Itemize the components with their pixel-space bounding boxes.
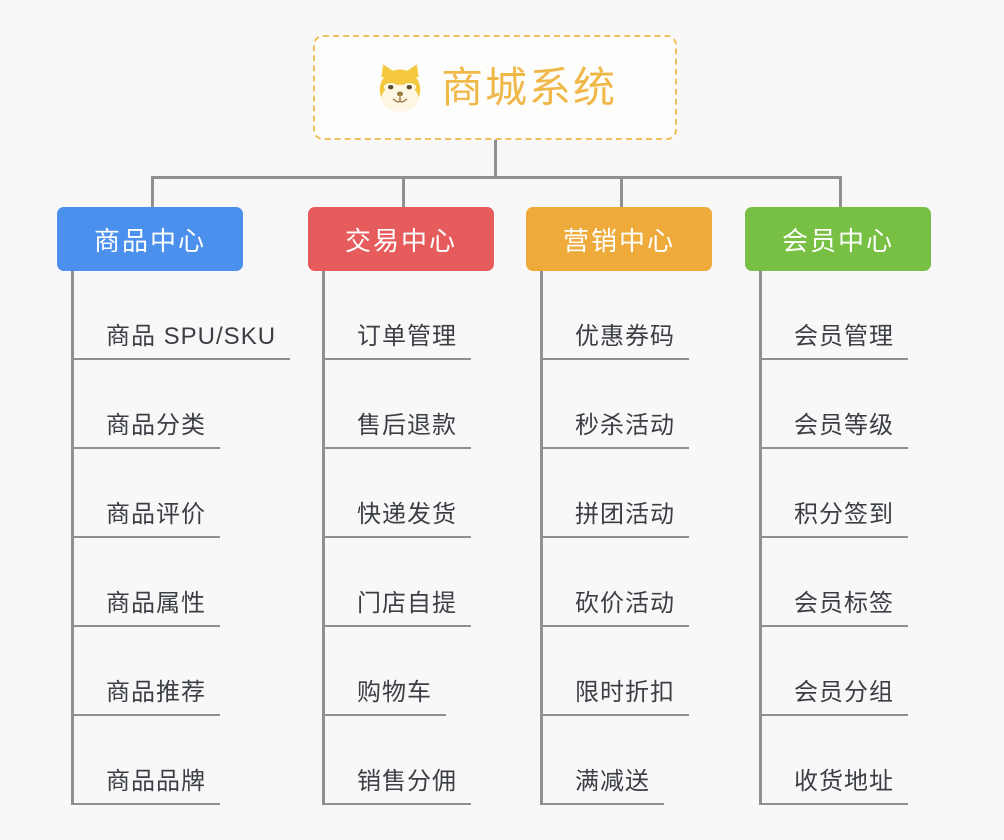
branch-trunk-line-1 — [322, 271, 325, 805]
leaf-item-label: 订单管理 — [322, 316, 471, 360]
leaf-item[interactable]: 商品推荐 — [71, 627, 220, 716]
horizontal-bus-line — [151, 176, 842, 179]
leaf-item[interactable]: 会员标签 — [759, 538, 908, 627]
leaf-item-label: 限时折扣 — [540, 672, 689, 716]
branch-drop-line-3 — [839, 176, 842, 207]
leaf-item[interactable]: 会员等级 — [759, 360, 908, 449]
leaf-item-label: 门店自提 — [322, 583, 471, 627]
leaf-item-label: 商品推荐 — [71, 672, 220, 716]
leaf-item[interactable]: 快递发货 — [322, 449, 471, 538]
leaf-item[interactable]: 会员管理 — [759, 271, 908, 360]
root-node-title: 商城系统 — [440, 63, 617, 111]
leaf-item-label: 会员标签 — [759, 583, 908, 627]
leaf-item[interactable]: 收货地址 — [759, 716, 908, 805]
branch-drop-line-2 — [620, 176, 623, 207]
branch-trunk-line-3 — [759, 271, 762, 805]
category-box-1[interactable]: 交易中心 — [308, 207, 494, 271]
leaf-item[interactable]: 满减送 — [540, 716, 664, 805]
leaf-item[interactable]: 购物车 — [322, 627, 446, 716]
category-box-label: 交易中心 — [344, 225, 457, 256]
leaf-item[interactable]: 售后退款 — [322, 360, 471, 449]
root-node-mall-system[interactable]: 商城系统 — [313, 35, 677, 140]
leaf-item-label: 购物车 — [322, 672, 446, 716]
branch-trunk-line-0 — [71, 271, 74, 805]
leaf-item-label: 砍价活动 — [540, 583, 689, 627]
category-box-2[interactable]: 营销中心 — [526, 207, 712, 271]
category-box-3[interactable]: 会员中心 — [745, 207, 931, 271]
leaf-item-label: 销售分佣 — [322, 761, 471, 805]
leaf-item-label: 商品品牌 — [71, 761, 220, 805]
leaf-item-label: 拼团活动 — [540, 494, 689, 538]
leaf-item[interactable]: 商品属性 — [71, 538, 220, 627]
branch-trunk-line-2 — [540, 271, 543, 805]
leaf-item-label: 快递发货 — [322, 494, 471, 538]
category-box-label: 商品中心 — [93, 225, 206, 256]
leaf-item-label: 会员管理 — [759, 316, 908, 360]
leaf-item-label: 满减送 — [540, 761, 664, 805]
branch-drop-line-0 — [151, 176, 154, 207]
leaf-item[interactable]: 秒杀活动 — [540, 360, 689, 449]
leaf-item[interactable]: 门店自提 — [322, 538, 471, 627]
category-box-label: 会员中心 — [781, 225, 894, 256]
leaf-item[interactable]: 商品评价 — [71, 449, 220, 538]
leaf-item[interactable]: 积分签到 — [759, 449, 908, 538]
leaf-item-label: 售后退款 — [322, 405, 471, 449]
category-box-0[interactable]: 商品中心 — [57, 207, 243, 271]
leaf-item-label: 收货地址 — [759, 761, 908, 805]
leaf-item[interactable]: 商品品牌 — [71, 716, 220, 805]
leaf-item-label: 秒杀活动 — [540, 405, 689, 449]
leaf-item-label: 商品 SPU/SKU — [71, 316, 291, 360]
leaf-item[interactable]: 拼团活动 — [540, 449, 689, 538]
leaf-item[interactable]: 限时折扣 — [540, 627, 689, 716]
leaf-item[interactable]: 订单管理 — [322, 271, 471, 360]
leaf-item[interactable]: 砍价活动 — [540, 538, 689, 627]
category-box-label: 营销中心 — [562, 225, 675, 256]
leaf-item-label: 会员等级 — [759, 405, 908, 449]
leaf-item[interactable]: 优惠券码 — [540, 271, 689, 360]
leaf-item[interactable]: 会员分组 — [759, 627, 908, 716]
leaf-item-label: 积分签到 — [759, 494, 908, 538]
leaf-item-label: 商品分类 — [71, 405, 220, 449]
leaf-item-label: 商品属性 — [71, 583, 220, 627]
leaf-item[interactable]: 销售分佣 — [322, 716, 471, 805]
shiba-dog-face-icon — [373, 61, 427, 115]
leaf-item-label: 商品评价 — [71, 494, 220, 538]
leaf-item-label: 优惠券码 — [540, 316, 689, 360]
leaf-item[interactable]: 商品分类 — [71, 360, 220, 449]
branch-drop-line-1 — [402, 176, 405, 207]
leaf-item[interactable]: 商品 SPU/SKU — [71, 271, 291, 360]
root-stem-line — [494, 140, 497, 179]
leaf-item-label: 会员分组 — [759, 672, 908, 716]
